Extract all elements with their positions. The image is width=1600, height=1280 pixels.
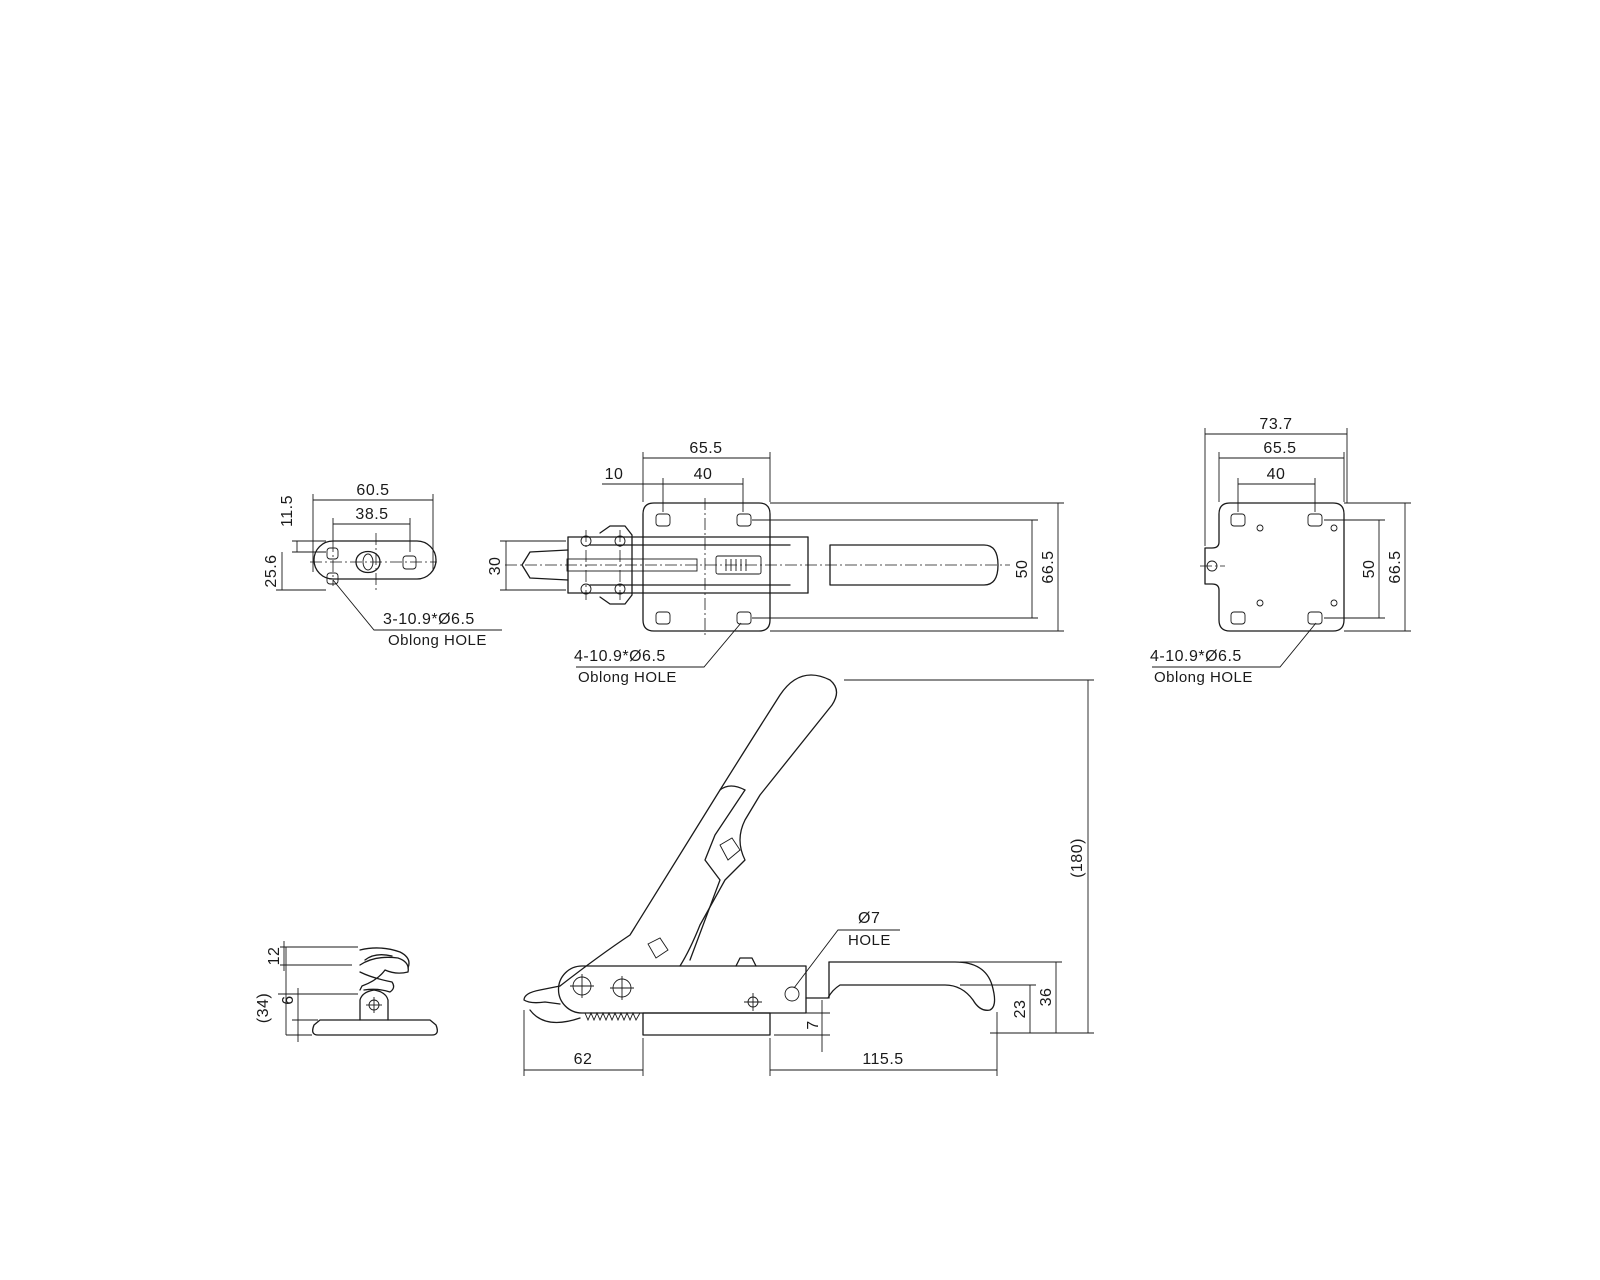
front-dim-base-thickness: 7 [805, 1020, 822, 1029]
top-dim-hole-rows: 50 [1014, 560, 1031, 579]
base-dim-base-depth: 66.5 [1387, 550, 1404, 583]
side-dim-height-top: 11.5 [279, 495, 296, 527]
base-hole-type: Oblong HOLE [1154, 669, 1253, 686]
front-pivot-hole: Ø7 [858, 910, 880, 927]
front-dim-pivot-height: 23 [1012, 1000, 1029, 1019]
end-dim-head: 12 [266, 947, 283, 966]
top-dim-base-width: 65.5 [689, 440, 722, 457]
front-dim-handle-length: 115.5 [862, 1051, 903, 1068]
front-dim-handle-height: 36 [1038, 988, 1055, 1007]
base-dim-base-width: 65.5 [1263, 440, 1296, 457]
end-dim-gap: 6 [280, 995, 297, 1004]
front-view: (180) 36 23 7 62 115.5 Ø7 HOLE [523, 674, 1094, 1076]
base-dim-hole-rows: 50 [1361, 560, 1378, 579]
top-hole-callout: 4-10.9*Ø6.5 [574, 648, 666, 665]
top-dim-hole-spacing: 40 [694, 466, 713, 483]
front-pivot-hole-label: HOLE [848, 932, 891, 949]
top-view: 65.5 10 40 30 50 66.5 4-10.9*Ø6.5 Oblong… [487, 440, 1064, 686]
base-hole-callout: 4-10.9*Ø6.5 [1150, 648, 1242, 665]
side-dim-width-total: 60.5 [356, 482, 389, 499]
top-dim-base-depth: 66.5 [1040, 550, 1057, 583]
top-hole-type: Oblong HOLE [578, 669, 677, 686]
end-dim-height: (34) [255, 993, 272, 1023]
side-dim-width-inner: 38.5 [355, 506, 388, 523]
base-dim-overall: 73.7 [1259, 416, 1292, 433]
end-view: 12 6 (34) [255, 941, 438, 1042]
base-view: 73.7 65.5 40 50 66.5 4-10.9*Ø6.5 Oblong … [1150, 416, 1411, 686]
side-hole-callout: 3-10.9*Ø6.5 [383, 611, 475, 628]
front-dim-hook-reach: 62 [574, 1051, 593, 1068]
base-dim-hole-spacing: 40 [1267, 466, 1286, 483]
top-dim-offset: 10 [605, 466, 624, 483]
front-dim-open-height: (180) [1069, 838, 1086, 878]
side-view: 60.5 38.5 11.5 25.6 3-10.9*Ø6.5 Oblong H… [263, 482, 502, 649]
side-dim-height-total: 25.6 [263, 554, 280, 587]
top-dim-arm-width: 30 [487, 557, 504, 576]
side-hole-type: Oblong HOLE [388, 632, 487, 649]
